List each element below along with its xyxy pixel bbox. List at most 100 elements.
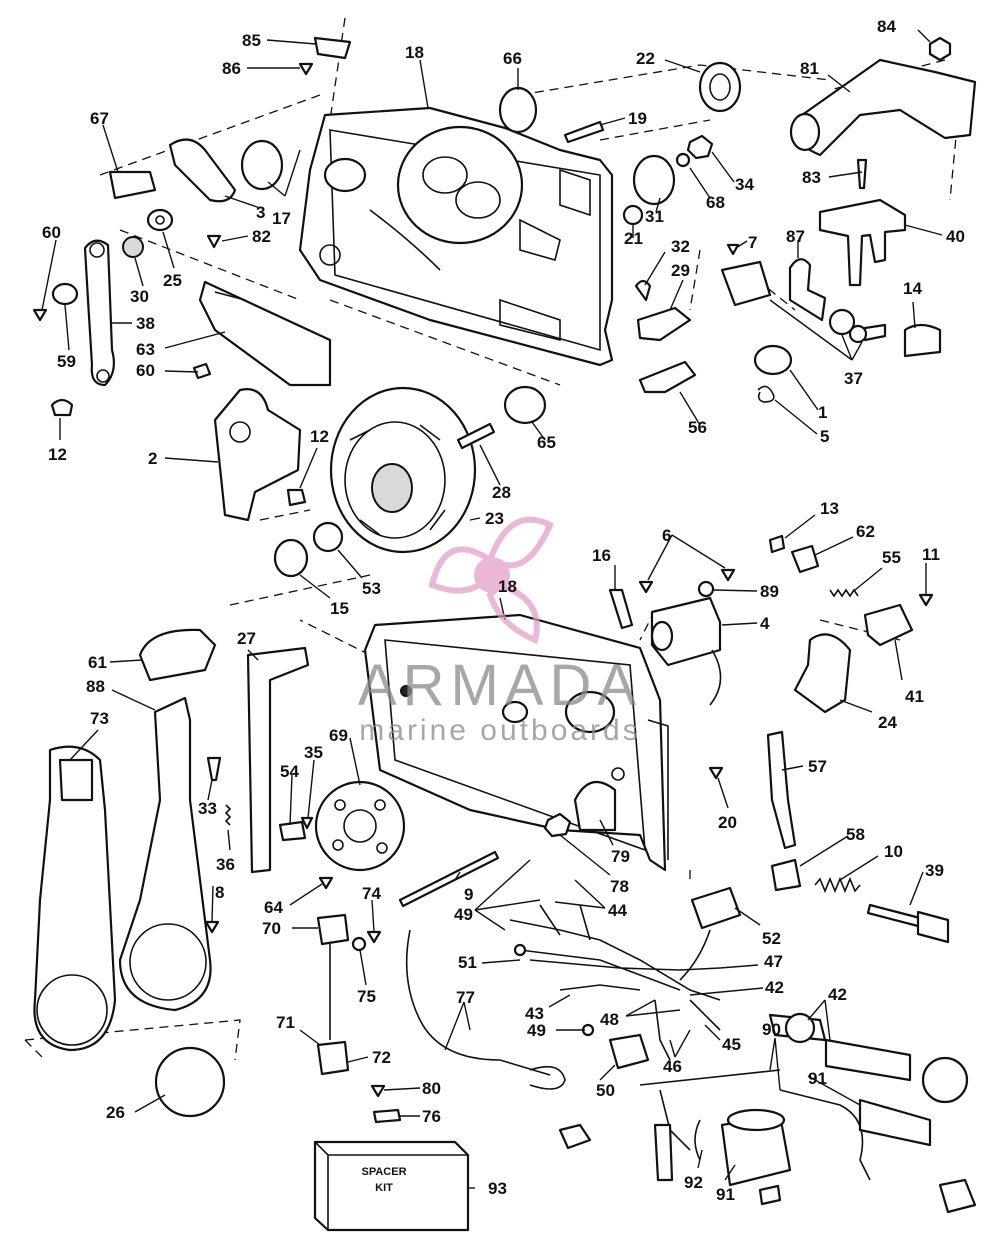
callout-87: 87: [786, 227, 805, 246]
callout-8: 8: [215, 883, 224, 902]
callout-29: 29: [671, 261, 690, 280]
callout-22: 22: [636, 49, 655, 68]
callout-45: 45: [722, 1035, 741, 1054]
callout-31: 31: [645, 207, 664, 226]
callout-58: 58: [846, 825, 865, 844]
callout-66: 66: [503, 49, 522, 68]
spacer-kit-box-93: SPACER KIT: [313, 1140, 470, 1232]
spacer-kit-line2: KIT: [375, 1182, 393, 1194]
upper-housing-18: [298, 106, 614, 367]
callout-77: 77: [456, 988, 475, 1007]
callout-2: 2: [148, 449, 157, 468]
callout-62: 62: [856, 522, 875, 541]
callout-92: 92: [684, 1173, 703, 1192]
callout-55: 55: [882, 548, 901, 567]
callout-49-upper: 49: [454, 905, 473, 924]
callout-9: 9: [464, 885, 473, 904]
callout-69: 69: [329, 726, 348, 745]
callout-90: 90: [762, 1020, 781, 1039]
callout-46: 46: [663, 1057, 682, 1076]
callout-91-bottom: 91: [716, 1185, 735, 1204]
callout-27: 27: [237, 629, 256, 648]
callout-76: 76: [422, 1107, 441, 1126]
callout-57: 57: [808, 757, 827, 776]
callout-13: 13: [820, 499, 839, 518]
callout-5: 5: [820, 427, 829, 446]
callout-64: 64: [264, 898, 283, 917]
callout-26: 26: [106, 1103, 125, 1122]
watermark-tagline: marine outboards: [359, 714, 640, 747]
callout-39: 39: [925, 861, 944, 880]
callout-32: 32: [671, 237, 690, 256]
watermark-brand: ARMADA: [358, 653, 642, 718]
callout-18-upper: 18: [405, 43, 424, 62]
callout-10: 10: [884, 842, 903, 861]
callout-63: 63: [136, 340, 155, 359]
callout-61: 61: [88, 653, 107, 672]
callout-59: 59: [57, 352, 76, 371]
callout-30: 30: [130, 287, 149, 306]
callout-35: 35: [304, 743, 323, 762]
callout-60-upper: 60: [42, 223, 61, 242]
callout-41: 41: [905, 687, 924, 706]
callout-93: 93: [488, 1179, 507, 1198]
callout-47: 47: [764, 952, 783, 971]
callout-7: 7: [748, 233, 757, 252]
callout-48: 48: [600, 1010, 619, 1029]
callout-40: 40: [946, 227, 965, 246]
callout-75: 75: [357, 987, 376, 1006]
spacer-kit-line1: SPACER: [361, 1166, 406, 1178]
callout-42-right: 42: [765, 978, 784, 997]
callout-52: 52: [762, 929, 781, 948]
callout-21: 21: [624, 229, 643, 248]
callout-67: 67: [90, 109, 109, 128]
assembly-guide-lines: [24, 17, 961, 1061]
leader-lines: [41, 29, 943, 1189]
callout-12-left: 12: [48, 445, 67, 464]
callout-25: 25: [163, 271, 182, 290]
callout-88: 88: [86, 677, 105, 696]
callout-17: 17: [272, 209, 291, 228]
callout-36: 36: [216, 855, 235, 874]
top-right-parts: [298, 36, 977, 403]
callout-51: 51: [458, 953, 477, 972]
callout-53: 53: [362, 579, 381, 598]
callout-28: 28: [492, 483, 511, 502]
callout-38: 38: [136, 314, 155, 333]
callout-numbers: 85 86 18 66 22 84 81 67 19 34 83 17 3 68…: [42, 17, 965, 1204]
callout-1: 1: [818, 403, 827, 422]
callout-85: 85: [242, 31, 261, 50]
callout-49-lower: 49: [527, 1021, 546, 1040]
callout-50: 50: [596, 1081, 615, 1100]
callout-54: 54: [280, 762, 299, 781]
callout-20: 20: [718, 813, 737, 832]
drive-plate-23: [329, 386, 477, 554]
callout-72: 72: [372, 1048, 391, 1067]
callout-19: 19: [628, 109, 647, 128]
middle-right-parts: [608, 534, 950, 944]
callout-60-lower: 60: [136, 361, 155, 380]
callout-16: 16: [592, 546, 611, 565]
callout-15: 15: [330, 599, 349, 618]
callout-23: 23: [485, 509, 504, 528]
callout-11: 11: [922, 545, 940, 564]
callout-4: 4: [760, 614, 770, 633]
lower-housing-18: [363, 613, 669, 872]
callout-74: 74: [362, 884, 381, 903]
armada-watermark: ARMADA marine outboards: [358, 516, 642, 747]
callout-70: 70: [262, 919, 281, 938]
callout-91-right: 91: [808, 1069, 827, 1088]
callout-42-far: 42: [828, 985, 847, 1004]
callout-79: 79: [611, 847, 630, 866]
callout-84: 84: [877, 17, 896, 36]
callout-6: 6: [662, 526, 671, 545]
callout-56: 56: [688, 418, 707, 437]
callout-33: 33: [198, 799, 217, 818]
callout-78: 78: [610, 877, 629, 896]
lower-left-parts: [33, 628, 500, 1124]
callout-89: 89: [760, 582, 779, 601]
left-side-parts: [32, 138, 547, 578]
callout-12-mid: 12: [310, 427, 329, 446]
callout-68: 68: [706, 193, 725, 212]
